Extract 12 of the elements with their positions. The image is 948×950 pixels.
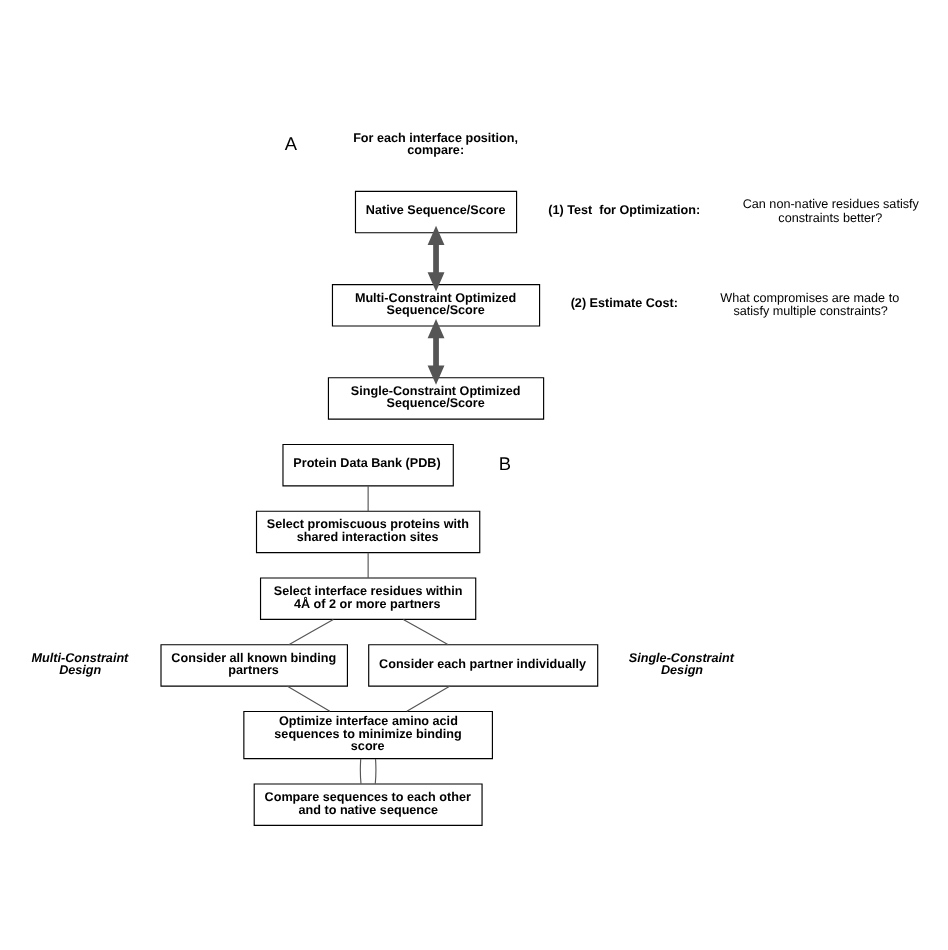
- label: B: [498, 453, 512, 474]
- connector: [374, 758, 377, 785]
- connector: [367, 552, 369, 579]
- connector: [359, 758, 362, 785]
- arrow: [427, 225, 445, 292]
- connector: [288, 618, 334, 646]
- connector: [402, 618, 449, 646]
- connector: [367, 485, 369, 512]
- connector: [286, 685, 331, 712]
- arrow: [427, 318, 445, 385]
- label: A: [284, 133, 297, 154]
- connector: [406, 685, 451, 712]
